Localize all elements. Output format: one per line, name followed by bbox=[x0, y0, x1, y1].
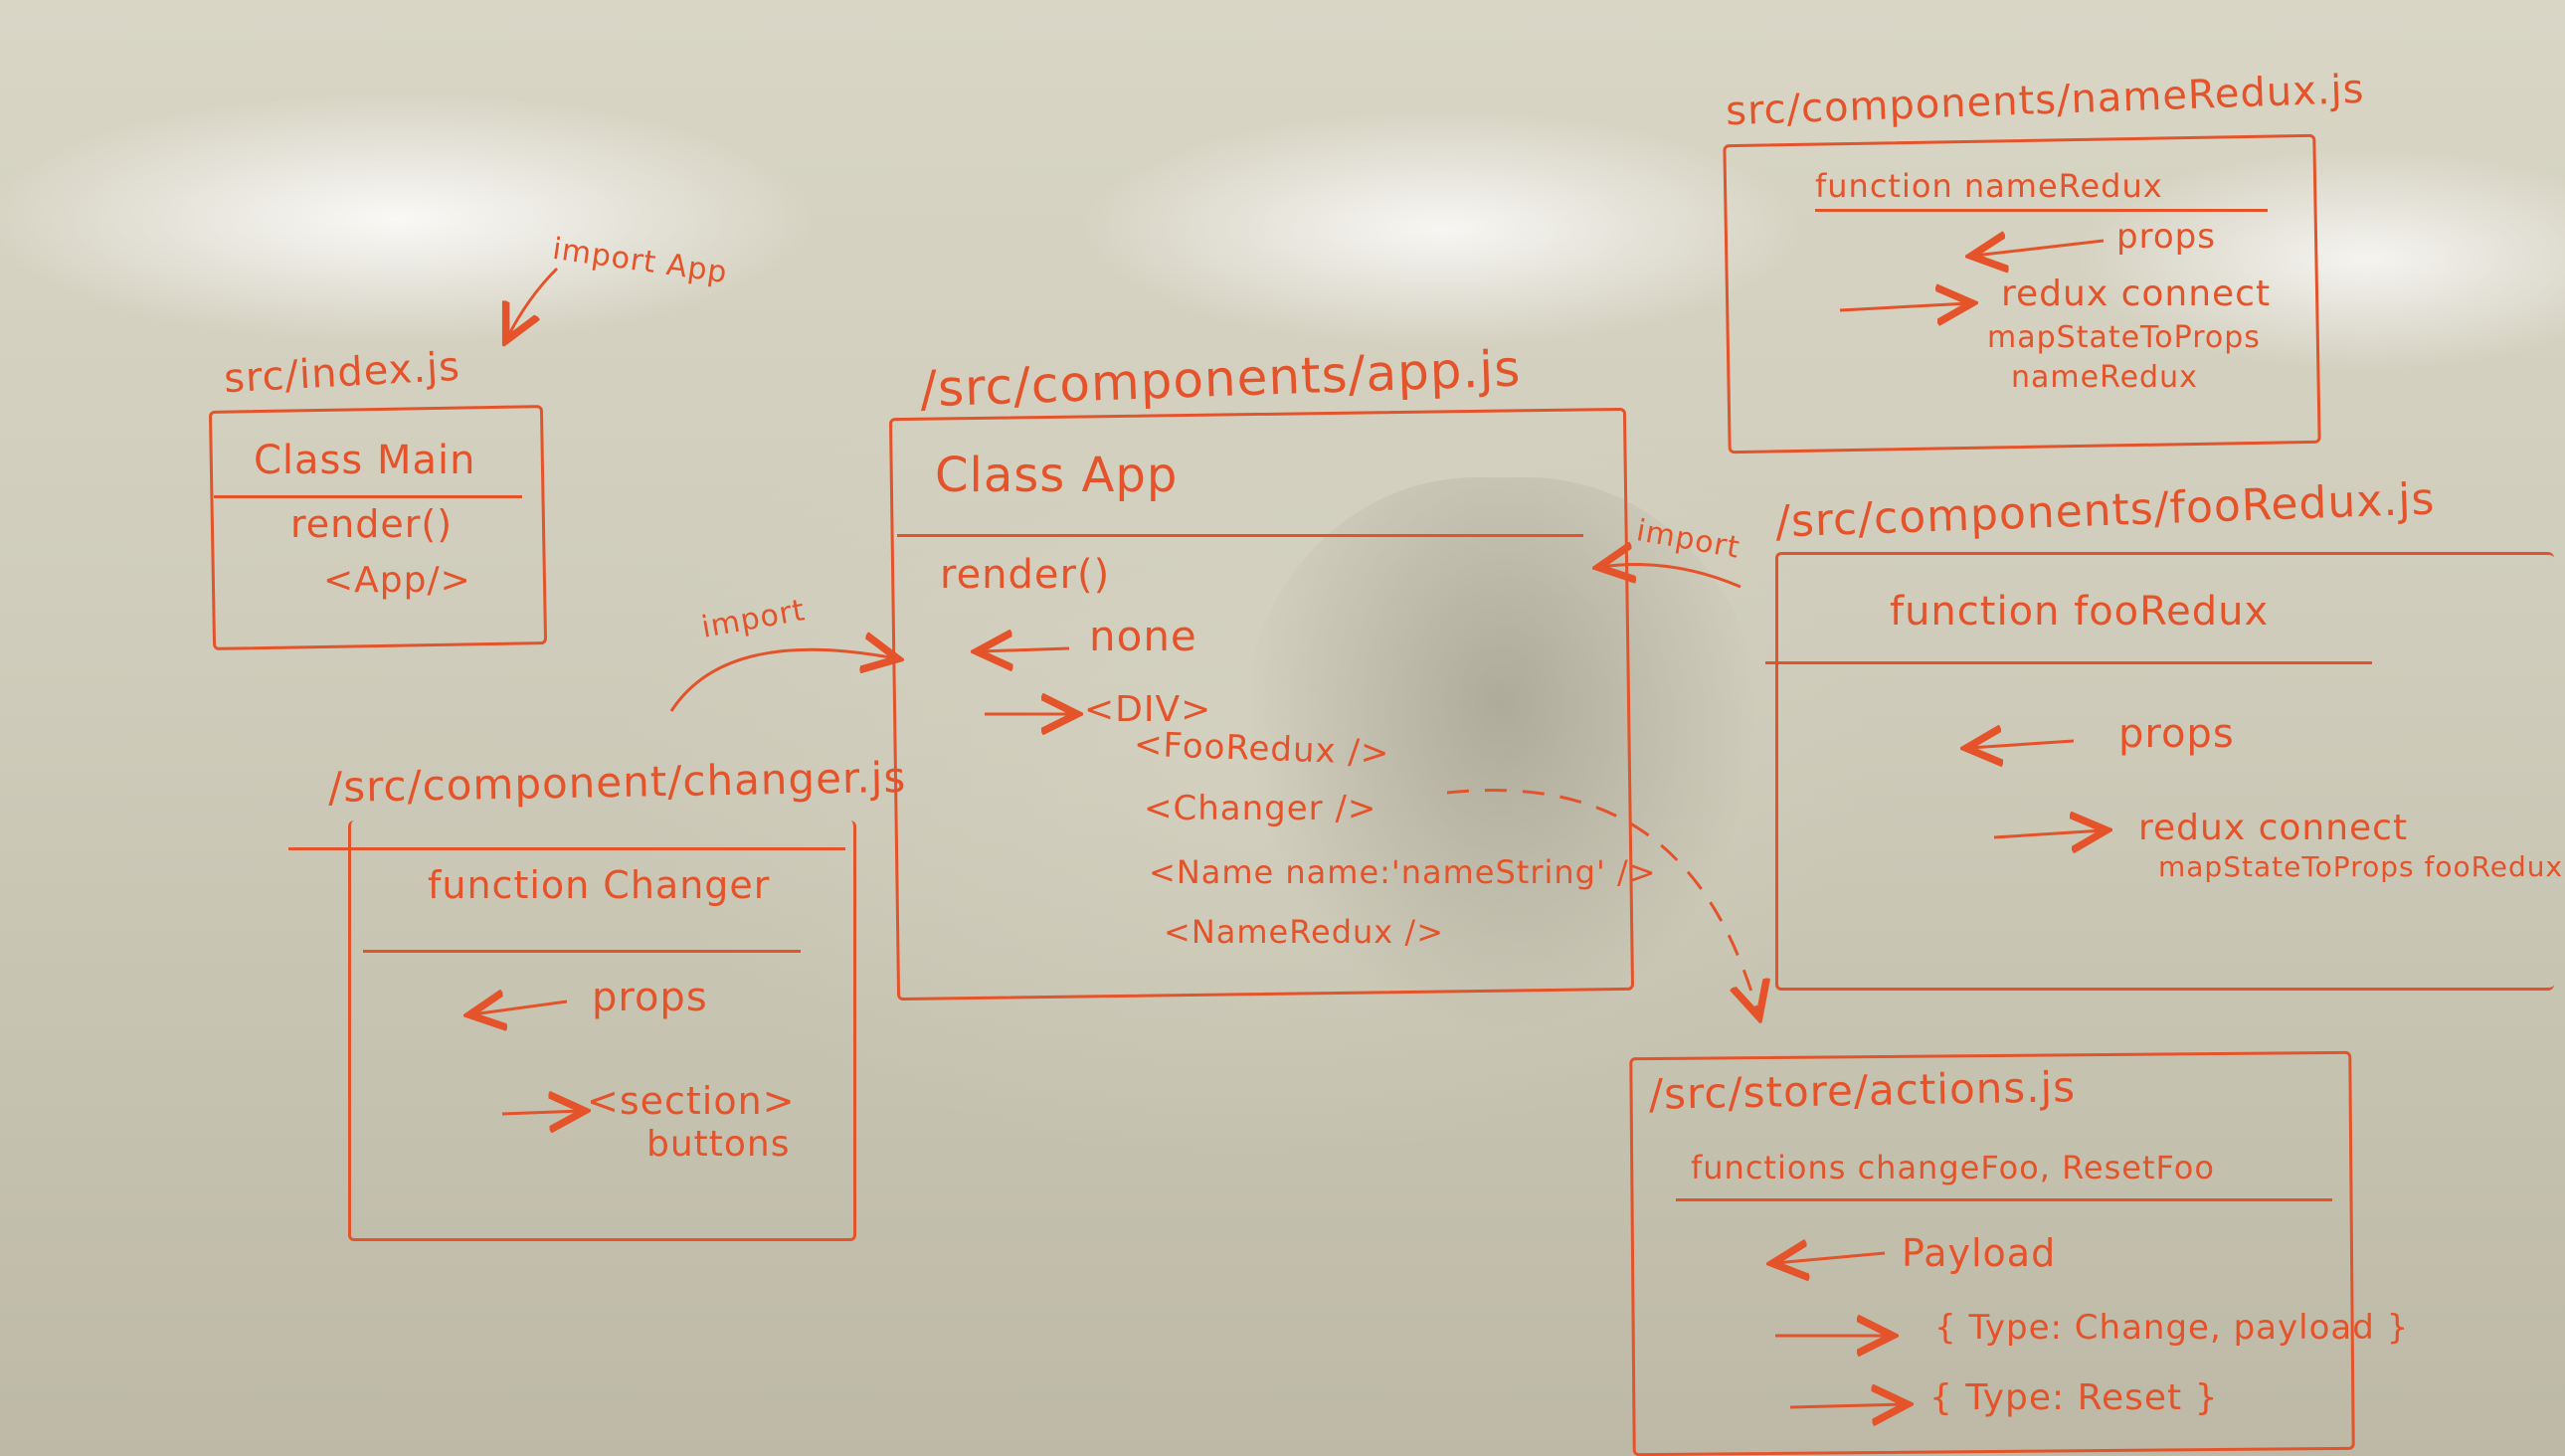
changer-out-arrow bbox=[501, 1111, 582, 1114]
nameredux-in-value: props bbox=[2116, 217, 2216, 257]
actions-in-value: Payload bbox=[1902, 1231, 2057, 1275]
actions-function-names: functions changeFoo, ResetFoo bbox=[1691, 1149, 2215, 1186]
changer-in-arrow bbox=[472, 1001, 568, 1014]
fooredux-out-arrow bbox=[1993, 830, 2104, 837]
fooredux-in-value: props bbox=[2118, 711, 2235, 757]
app-in-value: none bbox=[1089, 612, 1197, 660]
fooredux-in-arrow bbox=[1969, 741, 2075, 748]
actions-in-arrow bbox=[1775, 1253, 1886, 1263]
actions-divider bbox=[1676, 1198, 2332, 1201]
nameredux-out-name: nameRedux bbox=[2011, 360, 2198, 395]
changer-out-section: <section> bbox=[587, 1079, 796, 1123]
changer-out-buttons: buttons bbox=[646, 1124, 791, 1165]
import-foo-arrow bbox=[1601, 565, 1741, 589]
actions-out-reset: { Type: Reset } bbox=[1929, 1377, 2219, 1418]
index-divider bbox=[214, 495, 522, 498]
app-child-changer: <Changer /> bbox=[1144, 789, 1377, 828]
import-changer-arrow bbox=[669, 649, 895, 712]
index-render: render() bbox=[290, 502, 454, 546]
app-class-name: Class App bbox=[935, 448, 1179, 503]
nameredux-out-connect: redux connect bbox=[2001, 273, 2272, 314]
index-app-element: <App/> bbox=[323, 560, 471, 601]
changer-function-name: function Changer bbox=[428, 863, 771, 907]
app-child-nameredux: <NameRedux /> bbox=[1164, 913, 1444, 951]
changer-file-path: /src/component/changer.js bbox=[327, 752, 907, 813]
actions-out-arrow-2 bbox=[1789, 1404, 1905, 1407]
app-in-arrow bbox=[980, 648, 1070, 651]
fooredux-function-name: function fooRedux bbox=[1890, 589, 2270, 635]
nameredux-function-name: function nameRedux bbox=[1815, 167, 2163, 205]
app-child-name: <Name name:'nameString' /> bbox=[1149, 853, 1657, 891]
changer-path-underline bbox=[288, 847, 845, 850]
nameredux-in-arrow bbox=[1974, 241, 2105, 256]
changer-divider bbox=[363, 950, 801, 953]
actions-out-change: { Type: Change, payload } bbox=[1934, 1308, 2410, 1348]
app-render: render() bbox=[940, 552, 1111, 598]
app-out-div: <DIV> bbox=[1084, 689, 1212, 730]
nameredux-out-arrow bbox=[1839, 303, 1969, 310]
nameredux-divider bbox=[1815, 209, 2268, 212]
import-app-arrow bbox=[507, 267, 559, 338]
dashed-changer-actions-arrow bbox=[1446, 789, 1758, 1014]
changer-function-box bbox=[348, 820, 856, 1241]
fooredux-function-box bbox=[1775, 552, 2554, 991]
index-class-name: Class Main bbox=[254, 438, 476, 483]
fooredux-out-mapstate: mapStateToProps fooRedux bbox=[2158, 850, 2564, 883]
photographer-shadow bbox=[1243, 477, 1760, 1034]
app-divider bbox=[897, 534, 1583, 537]
fooredux-divider bbox=[1765, 661, 2372, 664]
nameredux-out-mapstate: mapStateToProps bbox=[1987, 320, 2261, 355]
fooredux-out-connect: redux connect bbox=[2138, 808, 2409, 848]
changer-in-value: props bbox=[592, 975, 708, 1020]
